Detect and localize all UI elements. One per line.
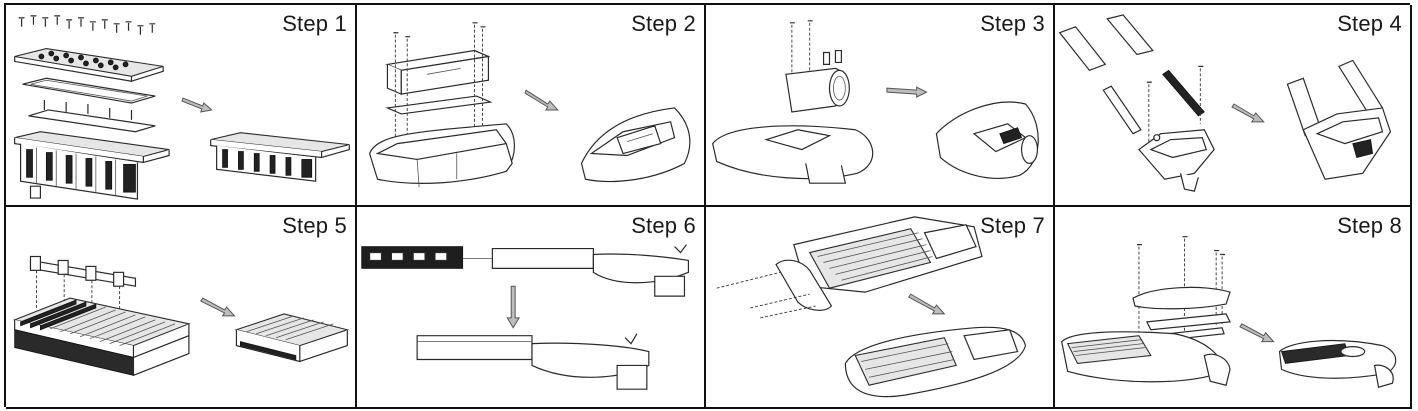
- bracket-bolts: [822, 49, 842, 65]
- step-4-side-covers-illustration: [1058, 14, 1392, 192]
- step-1-label: Step 1: [282, 11, 347, 36]
- step-4-label: Step 4: [1337, 11, 1402, 36]
- step-5-heatsink-pipe-illustration: [12, 255, 350, 377]
- housing-with-module-angled: [793, 216, 983, 293]
- assembled-led-module: [210, 132, 350, 182]
- step-8-top-cover-illustration: [1061, 236, 1397, 388]
- led-module-side-view: [361, 246, 464, 269]
- heatsink: [14, 131, 170, 200]
- step-6-arrow: [506, 285, 520, 329]
- housing-with-side-covers: [1286, 59, 1392, 180]
- step-1-arrow: [181, 97, 213, 113]
- step-3-panel: Step 3: [706, 5, 1055, 207]
- top-cover-panels: [1058, 14, 1154, 72]
- housing-bottom: [1061, 331, 1231, 386]
- screws-group: [18, 15, 156, 35]
- driver-box: [385, 49, 491, 96]
- step-7-front-cover-illustration: [716, 216, 1027, 398]
- top-cover: [1132, 286, 1231, 310]
- assembled-heatsink-with-pipe: [234, 313, 350, 363]
- assembly-steps-grid: Step 1: [4, 3, 1412, 409]
- step-3-arrow: [886, 86, 928, 98]
- assembled-housing-with-bracket: [935, 101, 1039, 179]
- front-cover-screw-lines: [716, 271, 816, 319]
- housing-open-top: [1138, 129, 1215, 192]
- lens-board: [14, 48, 164, 82]
- step-7-panel: Step 7: [706, 207, 1055, 409]
- pcb-plate: [28, 100, 156, 133]
- large-heatsink: [12, 297, 191, 377]
- step-5-arrow: [200, 297, 236, 317]
- step-2-label: Step 2: [631, 11, 696, 36]
- step-1-panel: Step 1: [6, 5, 357, 207]
- step-5-label: Step 5: [282, 213, 347, 238]
- step-2-panel: Step 2: [357, 5, 706, 207]
- step-2-arrow: [524, 89, 559, 111]
- step-8-label: Step 8: [1337, 213, 1402, 238]
- step-3-mounting-bracket-illustration: [712, 20, 1039, 184]
- assembled-housing-angled: [844, 326, 1027, 398]
- step-6-panel: Step 6: [357, 207, 706, 409]
- step-5-panel: Step 5: [6, 207, 357, 409]
- step-6-module-insertion-illustration: [361, 244, 690, 390]
- mounting-bracket: [785, 67, 850, 113]
- housing-side-view-top: [491, 244, 690, 297]
- step-8-arrow: [1239, 323, 1275, 343]
- connector-pipe: [29, 255, 137, 287]
- side-rails: [1102, 69, 1205, 135]
- fully-assembled-light: [1278, 339, 1397, 388]
- top-cover-screw-lines: [1138, 238, 1223, 336]
- step-1-exploded-led-module-illustration: [14, 15, 350, 200]
- step-3-label: Step 3: [980, 11, 1045, 36]
- step-7-label: Step 7: [980, 213, 1045, 238]
- step-4-panel: Step 4: [1055, 5, 1412, 207]
- lamp-housing-closed: [712, 125, 874, 184]
- step-7-arrow: [907, 293, 946, 315]
- lamp-housing-open: [368, 123, 516, 188]
- step-4-arrow: [1231, 103, 1265, 123]
- driver-plate: [385, 95, 493, 115]
- step-6-label: Step 6: [631, 213, 696, 238]
- cover-screw-lines: [1148, 68, 1201, 144]
- step-2-driver-installation-illustration: [368, 22, 691, 188]
- lamp-housing-with-driver: [580, 107, 691, 183]
- gasket-frame: [22, 77, 156, 104]
- step-8-panel: Step 8: [1055, 207, 1412, 409]
- front-cover-angled: [775, 259, 833, 311]
- housing-side-view-bottom: [416, 333, 650, 390]
- driver-screw-lines: [394, 24, 483, 184]
